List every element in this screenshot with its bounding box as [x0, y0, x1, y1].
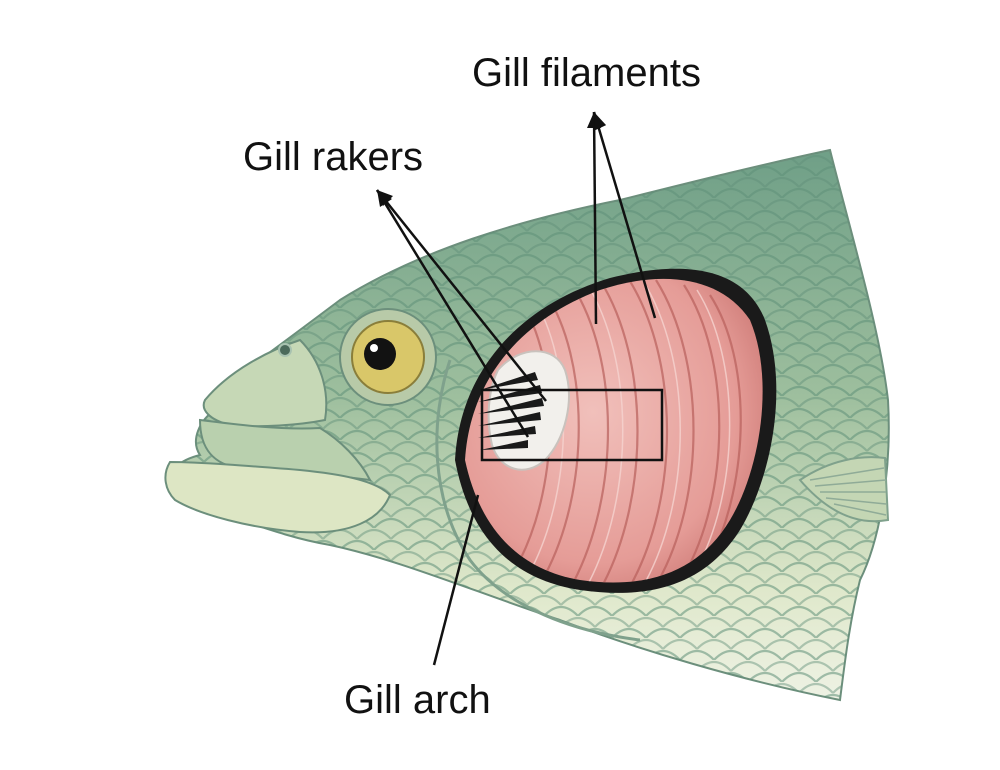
- label-gill-filaments: Gill filaments: [472, 51, 701, 95]
- lower-jaw: [164, 460, 392, 534]
- fish-head-illustration: [164, 148, 890, 702]
- filaments-leader-1: [592, 111, 598, 325]
- snout: [202, 338, 328, 428]
- operculum-edge: [435, 359, 641, 642]
- filaments-leader-2: [592, 111, 657, 319]
- label-gill-rakers: Gill rakers: [243, 135, 423, 179]
- arch-leader: [432, 494, 480, 666]
- rakers-leader-1: [375, 189, 530, 438]
- gill-rakers-art: [478, 372, 544, 450]
- label-gill-arch: Gill arch: [344, 678, 491, 722]
- eye-icon: [339, 308, 437, 406]
- rakers-leader-2: [376, 189, 547, 402]
- leader-lines: [375, 111, 657, 666]
- pectoral-fin: [798, 456, 890, 523]
- zoom-box: [480, 388, 664, 462]
- arrowheads: [377, 112, 607, 207]
- nostril: [278, 343, 292, 357]
